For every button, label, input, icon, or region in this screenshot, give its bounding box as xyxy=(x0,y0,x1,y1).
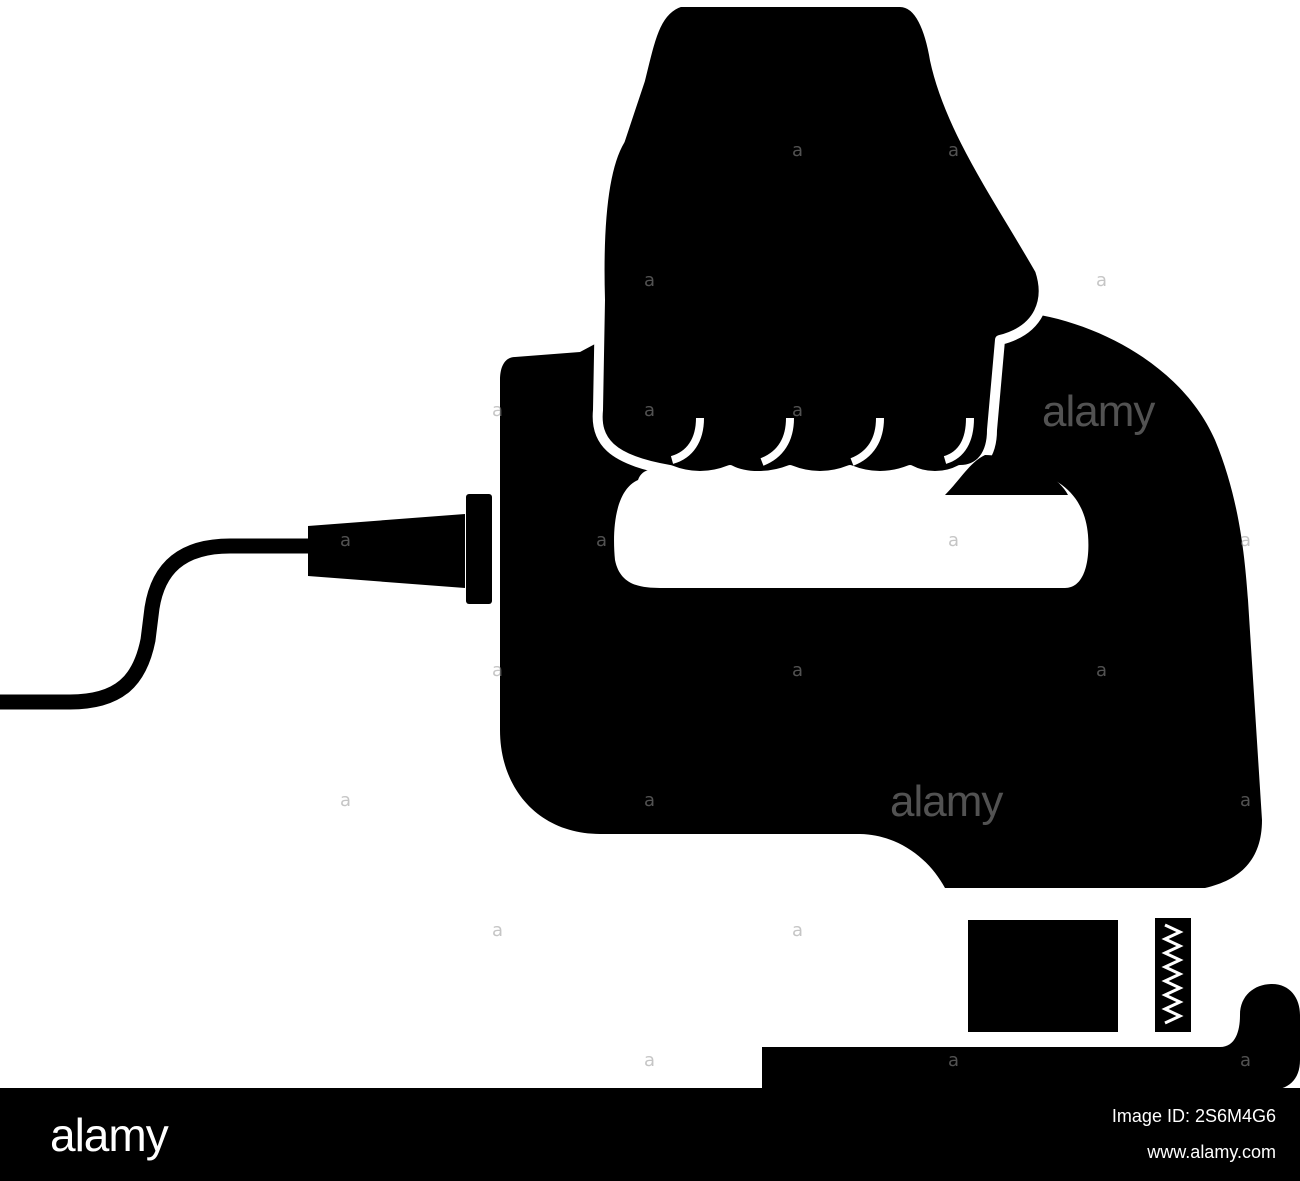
watermark-mark: a xyxy=(644,1050,656,1071)
footer-brand-logo: alamy xyxy=(50,1109,169,1161)
thumb-rest xyxy=(945,455,1068,495)
watermark-mark: a xyxy=(792,660,804,681)
watermark-mark: a xyxy=(1240,530,1252,551)
watermark-mark: a xyxy=(644,790,656,811)
finger-lines xyxy=(670,417,974,466)
watermark-mark: a xyxy=(340,790,352,811)
watermark-mark: a xyxy=(340,530,352,551)
watermark-mark: a xyxy=(792,400,804,421)
watermark-mark: a xyxy=(948,140,960,161)
watermark-mark: a xyxy=(492,400,504,421)
footer-image-id: Image ID: 2S6M4G6 xyxy=(1111,1106,1276,1126)
jigsaw-hand-illustration xyxy=(0,0,1300,1090)
footer-bar: alamy Image ID: 2S6M4G6 www.alamy.com xyxy=(0,1090,1300,1181)
watermark-mark: a xyxy=(792,920,804,941)
power-cord xyxy=(0,538,320,710)
watermark-mark: a xyxy=(948,1050,960,1071)
watermark-mark: a xyxy=(492,660,504,681)
watermark-mark: a xyxy=(1096,270,1108,291)
cord-plug xyxy=(308,514,465,588)
watermark-mark: a xyxy=(948,530,960,551)
watermark-mark: a xyxy=(1240,790,1252,811)
watermark-mark: a xyxy=(792,140,804,161)
watermark-mark: a xyxy=(1096,660,1108,681)
watermark-mark: a xyxy=(492,920,504,941)
watermark-mark: a xyxy=(596,530,608,551)
cord-collar xyxy=(466,494,492,604)
watermark-mark: a xyxy=(1240,1050,1252,1071)
base-shoe xyxy=(762,984,1300,1090)
watermark-word: alamy xyxy=(1042,387,1155,436)
ground xyxy=(0,1088,1300,1090)
blade-teeth xyxy=(1161,923,1184,1025)
footer-url: www.alamy.com xyxy=(1147,1142,1276,1162)
blade-guard xyxy=(968,920,1118,1032)
watermark-mark: a xyxy=(644,400,656,421)
watermark-mark: a xyxy=(644,270,656,291)
hand-fist xyxy=(592,0,1049,481)
watermark-word: alamy xyxy=(890,777,1003,826)
